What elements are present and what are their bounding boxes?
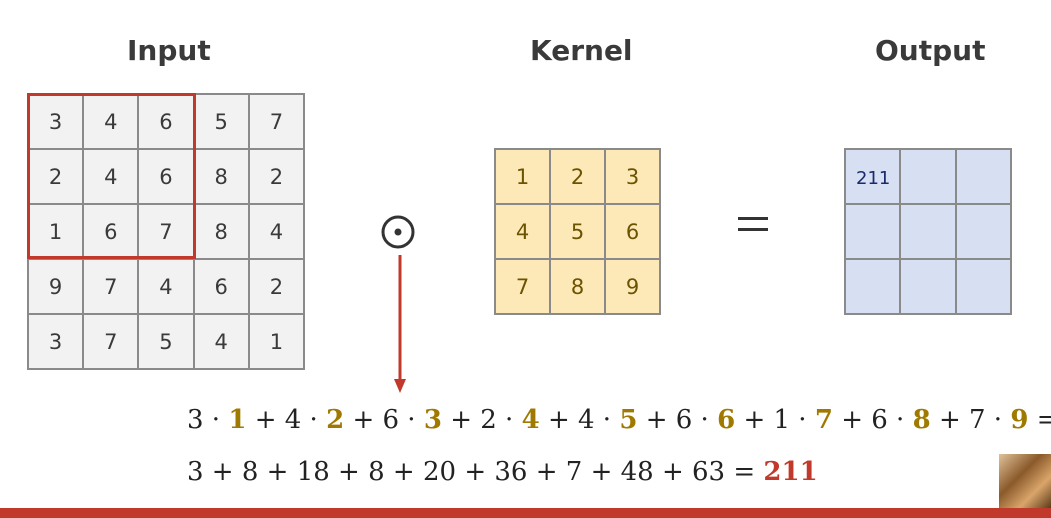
kernel-factor: 9 [1010,405,1029,435]
equation-term: + 1 · [735,405,815,435]
kernel-factor: 7 [814,405,833,435]
kernel-cell: 1 [495,149,550,204]
kernel-cell: 5 [550,204,605,259]
kernel-factor: 2 [326,405,345,435]
output-cell [900,204,956,259]
kernel-factor: 1 [228,405,247,435]
kernel-cell: 4 [495,204,550,259]
kernel-factor: 6 [717,405,736,435]
hadamard-operator [380,214,416,255]
input-cell: 1 [248,314,304,369]
kernel-factor: 5 [619,405,638,435]
input-cell: 8 [193,204,249,259]
kernel-cell: 3 [605,149,660,204]
down-arrow [394,255,406,393]
equation-sum: 3 + 8 + 18 + 8 + 20 + 36 + 7 + 48 + 63 =… [187,457,818,487]
equation-term: + 2 · [441,405,522,435]
input-cell: 9 [28,259,84,314]
input-cell: 4 [193,314,249,369]
output-cell [845,204,901,259]
kernel-title: Kernel [530,34,633,67]
equation-products: 3 · 1 + 4 · 2 + 6 · 3 + 2 · 4 + 4 · 5 + … [187,405,1051,435]
output-cell [955,149,1011,204]
bottom-accent-bar [0,508,1051,518]
input-cell: 5 [193,94,249,149]
input-cell: 2 [248,259,304,314]
output-title: Output [875,34,986,67]
output-cell [845,259,901,314]
input-title: Input [127,34,211,67]
input-cell: 8 [193,149,249,204]
kernel-cell: 6 [605,204,660,259]
equation-term: 3 · [187,405,229,435]
equation-term: + 4 · [539,405,620,435]
input-cell: 5 [138,314,194,369]
input-cell: 7 [83,259,139,314]
input-cell: 2 [248,149,304,204]
equation-sum-terms: 3 + 8 + 18 + 8 + 20 + 36 + 7 + 48 + 63 = [187,457,764,487]
kernel-factor: 4 [521,405,540,435]
output-cell [900,149,956,204]
input-cell: 4 [83,149,139,204]
equation-term: + 4 · [246,405,327,435]
kernel-cell: 9 [605,259,660,314]
kernel-factor: 8 [912,405,931,435]
kernel-cell: 7 [495,259,550,314]
equation-term: = [1036,405,1051,435]
kernel-factor: 3 [423,405,442,435]
output-matrix: 211 [844,148,1012,315]
equation-term: + 7 · [930,405,1011,435]
input-cell: 4 [138,259,194,314]
input-cell: 6 [193,259,249,314]
output-cell [900,259,956,314]
output-cell [955,259,1011,314]
input-cell: 4 [248,204,304,259]
presenter-thumbnail [999,454,1051,508]
output-cell: 211 [845,149,901,204]
receptive-field-highlight [27,93,196,259]
equation-term: + 6 · [832,405,913,435]
input-cell: 3 [28,314,84,369]
input-cell: 7 [83,314,139,369]
equals-sign [737,212,769,241]
equation-result: 211 [763,457,818,487]
kernel-cell: 2 [550,149,605,204]
equation-term: + 6 · [344,405,424,435]
output-cell [955,204,1011,259]
kernel-cell: 8 [550,259,605,314]
input-cell: 7 [248,94,304,149]
equation-term: + 6 · [637,405,718,435]
